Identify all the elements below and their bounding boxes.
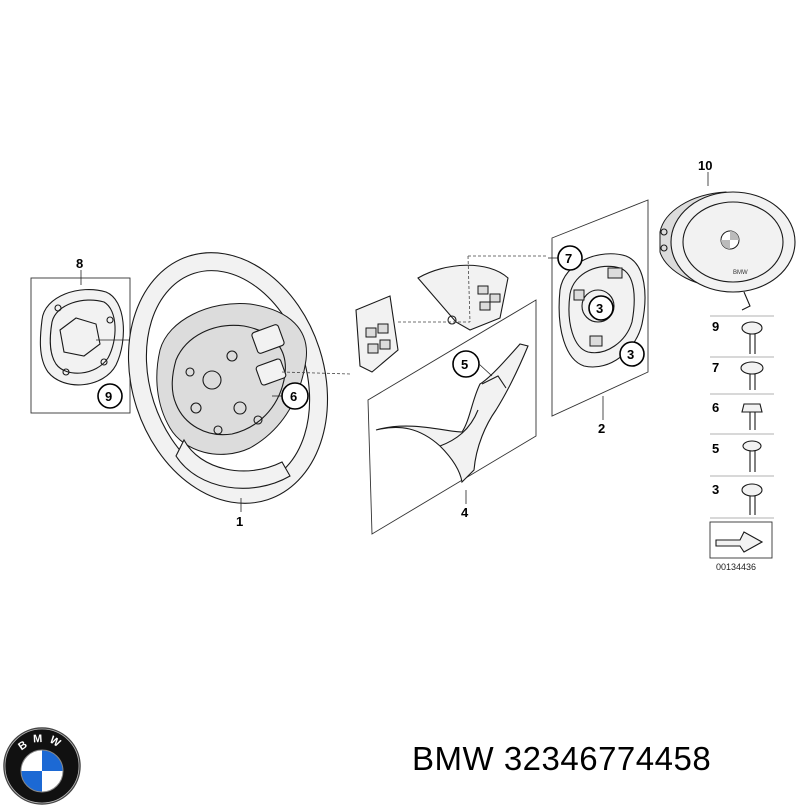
multifunction-switch-pads (355, 255, 560, 373)
callout-3-upper: 3 (588, 295, 614, 321)
part-1-steering-wheel (127, 252, 351, 512)
callout-5: 5 (452, 350, 480, 378)
label-4: 4 (461, 505, 469, 520)
svg-text:BMW: BMW (733, 270, 748, 276)
part-4-trim-cover-set (367, 299, 537, 535)
part-number-caption: BMW 32346774458 (412, 740, 712, 777)
label-1: 1 (236, 514, 243, 529)
bmw-logo: BMW (3, 727, 81, 805)
callout-3-lower: 3 (619, 341, 645, 367)
svg-text:9: 9 (105, 389, 112, 404)
callout-6: 6 (281, 382, 309, 410)
fastener-6: 6 (712, 400, 719, 415)
fastener-3: 3 (712, 482, 719, 497)
label-8: 8 (76, 256, 83, 271)
svg-text:3: 3 (596, 301, 603, 316)
fastener-7: 7 (712, 360, 719, 375)
diagram-reference: 00134436 (716, 562, 756, 572)
label-10: 10 (698, 158, 712, 173)
fastener-9: 9 (712, 319, 719, 334)
svg-text:6: 6 (290, 389, 297, 404)
callout-9-left: 9 (97, 383, 123, 409)
part-8-back-cover (30, 270, 140, 414)
callout-7: 7 (557, 245, 583, 271)
fastener-column (709, 315, 774, 559)
svg-text:5: 5 (461, 357, 468, 372)
arrow-icon (715, 531, 764, 553)
svg-text:7: 7 (565, 251, 572, 266)
fastener-5: 5 (712, 441, 719, 456)
label-2: 2 (598, 421, 605, 436)
part-10-airbag-module: BMW (659, 172, 796, 311)
svg-text:3: 3 (627, 347, 634, 362)
